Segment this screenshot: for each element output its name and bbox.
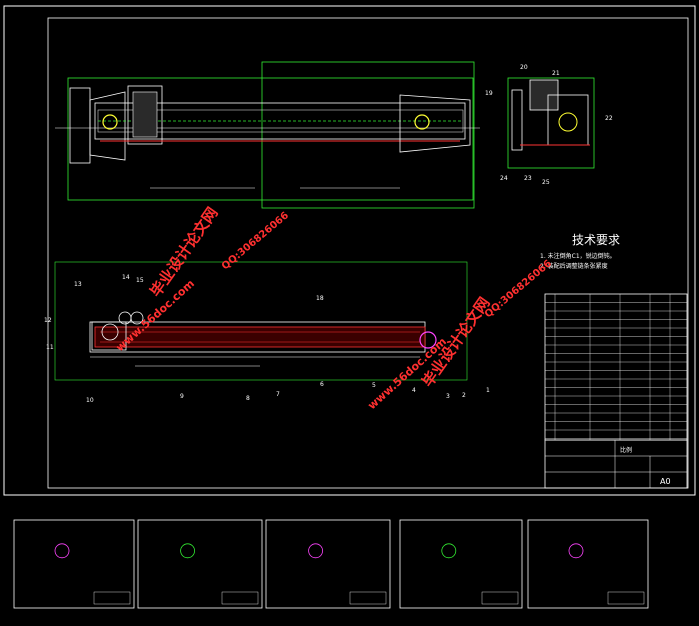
part-label-25: 25 [542, 179, 550, 186]
watermark-text: 毕业设计论文网 [419, 294, 494, 390]
thumbnail-frame-part[interactable] [265, 519, 391, 609]
part-label-22: 22 [605, 115, 613, 122]
thumbnail-sprocket-part[interactable] [13, 519, 135, 609]
part-label-23: 23 [524, 175, 532, 182]
part-label-2: 2 [462, 392, 466, 399]
sheet-outer-border [3, 5, 696, 496]
part-label-14: 14 [122, 274, 130, 281]
thumbnail-sheets [13, 519, 649, 609]
sheet-inner-border [47, 17, 689, 489]
part-label-12: 12 [44, 317, 52, 324]
part-label-1: 1 [486, 387, 490, 394]
scale-label: 比例 [620, 446, 632, 454]
side-view [507, 77, 595, 169]
part-label-7: 7 [276, 391, 280, 398]
part-label-20: 20 [520, 64, 528, 71]
part-label-5: 5 [372, 382, 376, 389]
part-label-4: 4 [412, 387, 416, 394]
tech-line-2: 2. 装配后调整链条张紧度 [540, 262, 608, 270]
sheet-format: A0 [660, 477, 671, 486]
top-view [55, 61, 480, 209]
watermarks: 毕业设计论文网 www.56doc.com QQ:306826066 毕业设计论… [113, 204, 554, 412]
thumbnail-gear-part[interactable] [399, 519, 523, 609]
tech-line-1: 1. 未注倒角C1，锐边倒钝。 [540, 252, 616, 260]
part-label-11: 11 [46, 344, 54, 351]
part-label-19: 19 [485, 90, 493, 97]
part-label-3: 3 [446, 393, 450, 400]
parts-list [544, 293, 688, 441]
title-block: 比例 A0 [544, 439, 688, 489]
part-label-18: 18 [316, 295, 324, 302]
tech-title: 技术要求 [572, 233, 620, 247]
part-label-10: 10 [86, 397, 94, 404]
front-view [54, 261, 468, 381]
part-label-9: 9 [180, 393, 184, 400]
thumbnail-small-part[interactable] [527, 519, 649, 609]
watermark-qq: QQ:306826066 [220, 210, 291, 272]
tech-requirements: 技术要求 1. 未注倒角C1，锐边倒钝。 2. 装配后调整链条张紧度 [540, 233, 620, 270]
thumbnail-bearing-seat[interactable] [137, 519, 263, 609]
part-label-21: 21 [552, 70, 560, 77]
watermark-qq: QQ:306826066 [483, 258, 554, 320]
part-label-15: 15 [136, 277, 144, 284]
part-label-13: 13 [74, 281, 82, 288]
part-label-6: 6 [320, 381, 324, 388]
part-label-8: 8 [246, 395, 250, 402]
part-label-24: 24 [500, 175, 508, 182]
